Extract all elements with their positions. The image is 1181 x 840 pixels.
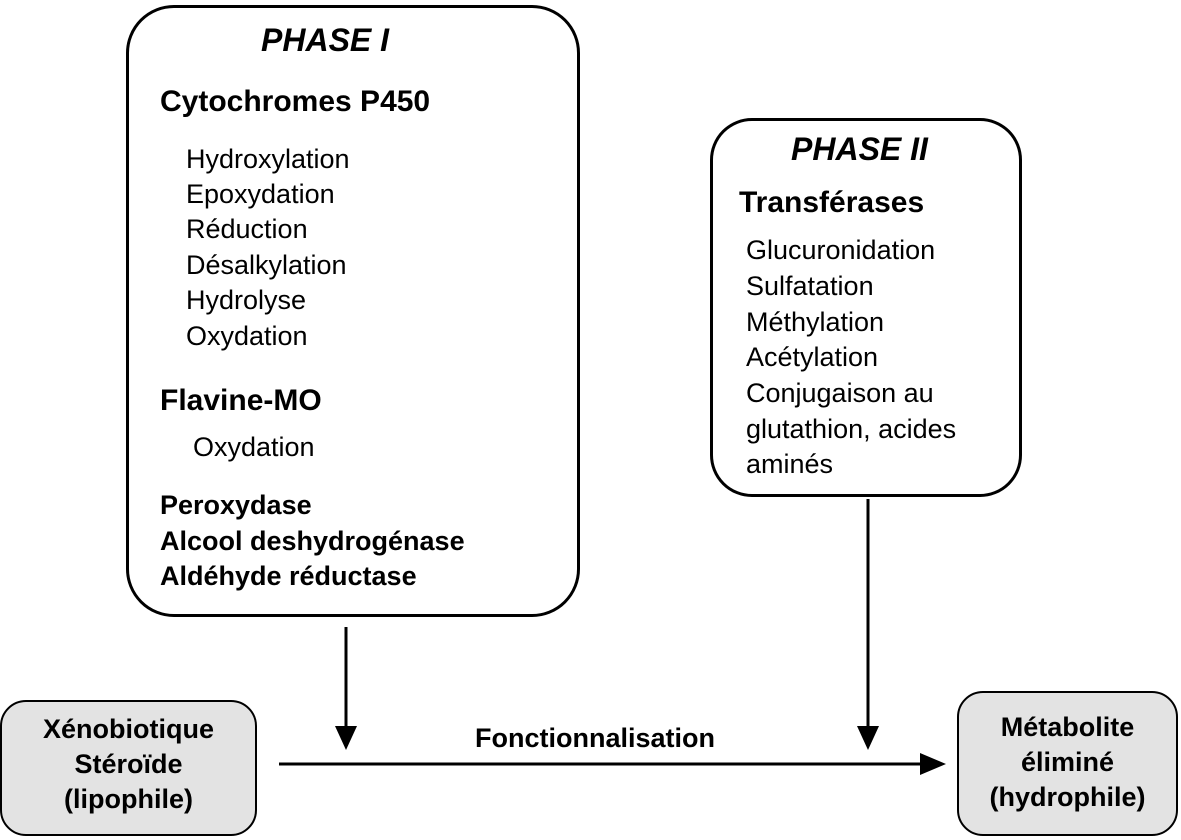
- source-node: [0, 700, 257, 836]
- cytochrome-item: Epoxydation: [186, 179, 335, 209]
- cytochrome-item: Oxydation: [186, 321, 308, 351]
- target-node: [957, 691, 1178, 836]
- flavine-heading: Flavine-MO: [160, 384, 322, 417]
- transferase-item: Acétylation: [746, 342, 879, 372]
- cytochromes-heading: Cytochromes P450: [160, 85, 431, 118]
- phase1-arrow-head: [335, 726, 357, 750]
- cytochrome-item: Réduction: [186, 214, 308, 244]
- cytochrome-item: Hydroxylation: [186, 144, 350, 174]
- main-arrow-head: [920, 753, 946, 775]
- target-label: Métabolite éliminé (hydrophile): [957, 710, 1178, 815]
- transferase-item: Méthylation: [746, 307, 885, 337]
- cytochrome-item: Hydrolyse: [186, 285, 307, 315]
- aldehyde-reductase-label: Aldéhyde réductase: [160, 561, 417, 591]
- phase2-box: [710, 118, 1022, 497]
- target-line: éliminé: [1020, 747, 1115, 777]
- source-label: Xénobiotique Stéroïde (lipophile): [0, 712, 257, 817]
- transferase-item: Glucuronidation: [746, 235, 936, 265]
- phase1-box: [126, 5, 580, 617]
- transferase-item: Conjugaison au: [746, 378, 934, 408]
- target-line: Métabolite: [1000, 712, 1135, 742]
- flavine-item: Oxydation: [193, 432, 315, 462]
- phase2-title: PHASE II: [791, 131, 928, 167]
- phase2-arrow-head: [857, 726, 879, 750]
- cytochrome-item: Désalkylation: [186, 250, 347, 280]
- transferase-item: Sulfatation: [746, 271, 874, 301]
- peroxydase-label: Peroxydase: [160, 490, 312, 520]
- alcool-deshydrogenase-label: Alcool deshydrogénase: [160, 526, 465, 556]
- source-line: Stéroïde: [74, 749, 183, 779]
- transferase-item: glutathion, acides: [746, 414, 957, 444]
- process-label: Fonctionnalisation: [475, 723, 715, 753]
- phase1-title: PHASE I: [261, 22, 390, 58]
- target-line: (hydrophile): [989, 782, 1146, 812]
- source-line: Xénobiotique: [43, 714, 214, 744]
- source-line: (lipophile): [64, 784, 193, 814]
- transferase-item: aminés: [746, 449, 834, 479]
- transferases-heading: Transférases: [739, 186, 925, 219]
